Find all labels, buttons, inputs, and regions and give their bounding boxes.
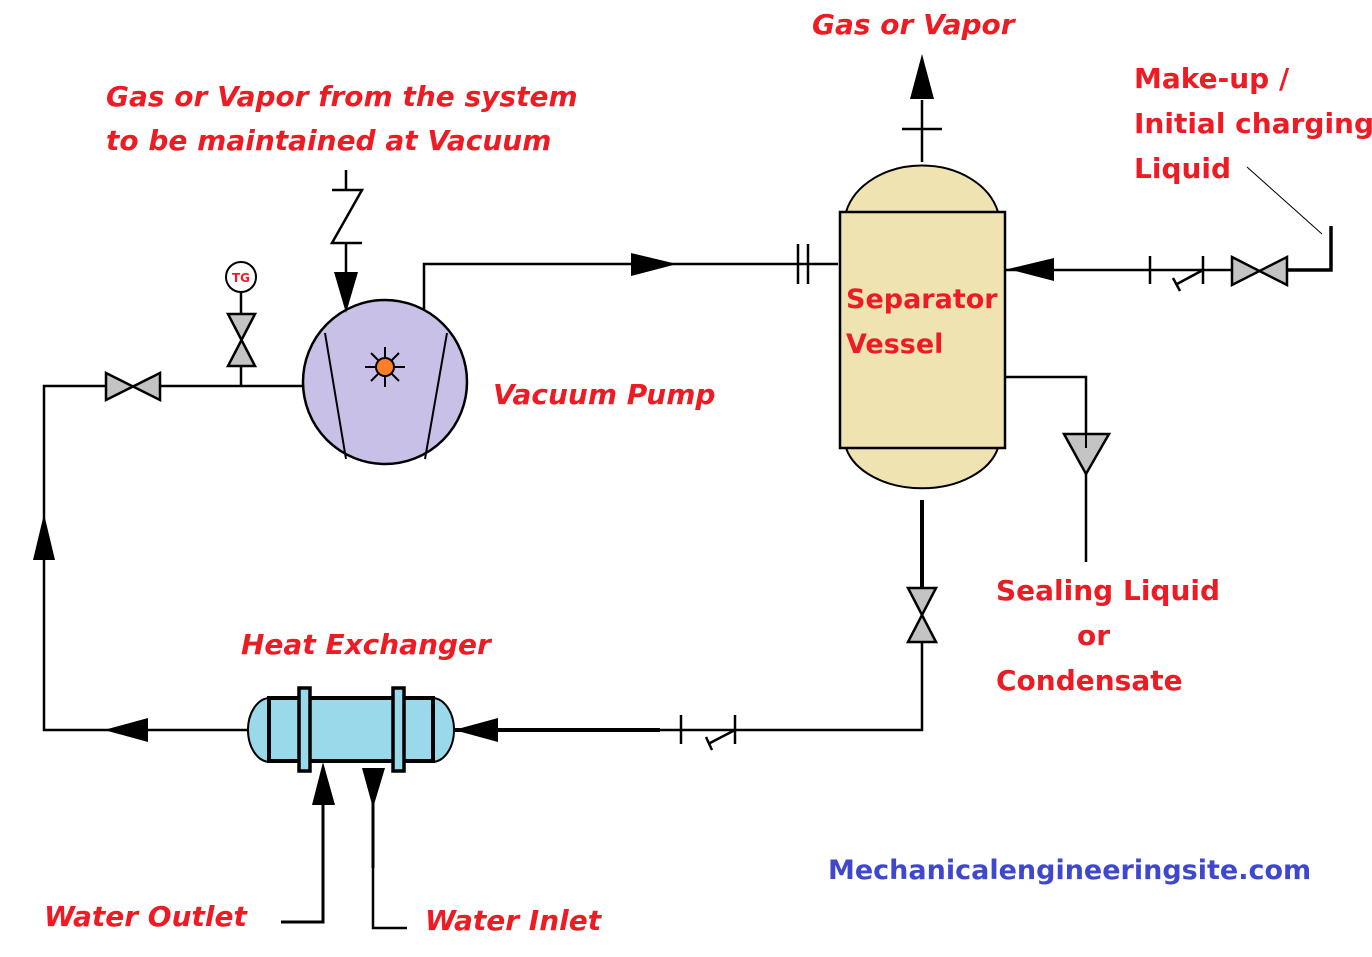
makeup-gate-valve[interactable] (1230, 254, 1289, 288)
site-watermark: Mechanicalengineeringsite.com (828, 855, 1312, 886)
makeup-label-line2: Initial charging (1134, 107, 1372, 140)
water-inlet-arrow-icon (362, 768, 385, 808)
separator-body (838, 210, 1007, 450)
temperature-gauge-dial (225, 261, 257, 293)
separator-label-line2: Vessel (846, 329, 944, 360)
sealing-liquid-label-line3: Condensate (996, 664, 1183, 697)
suction-gate-valve[interactable] (104, 370, 162, 403)
pump-rotor-line-left (324, 332, 347, 460)
pump-rotor-line-right (424, 332, 448, 460)
vacuum-pump-label: Vacuum Pump (493, 378, 716, 411)
vapor-outlet-arrow-icon (910, 54, 934, 99)
temperature-gauge-label: TG (232, 271, 250, 285)
vacuum-pump[interactable] (301, 298, 469, 466)
sealing-liquid-line (1005, 375, 1088, 448)
water-outlet-arrow-icon (312, 762, 335, 805)
heat-exchanger-label: Heat Exchanger (241, 628, 491, 661)
return-line-left (42, 384, 250, 732)
makeup-check-valve-icon[interactable] (1176, 268, 1204, 286)
sealing-liquid-label-line2: or (1077, 619, 1111, 652)
discharge-arrow-icon (631, 253, 677, 276)
water-outlet-label: Water Outlet (44, 900, 247, 933)
pump-indicator-icon (365, 347, 405, 387)
exchanger-flange-left (297, 686, 312, 773)
makeup-supply-line (1287, 226, 1333, 272)
water-inlet-line-lower (371, 868, 407, 930)
makeup-check-valve-tee (1171, 277, 1182, 292)
return-up-arrow-icon (33, 514, 55, 560)
exchanger-shell (267, 696, 435, 763)
system-check-valve-icon[interactable] (329, 188, 365, 245)
separator-bottom-head (844, 447, 1000, 490)
exchanger-inlet-arrow-icon (454, 718, 498, 742)
temperature-gauge[interactable]: TG (225, 261, 257, 293)
water-inlet-label: Water Inlet (425, 904, 602, 937)
makeup-label-line3: Liquid (1134, 152, 1232, 185)
heat-exchanger[interactable] (247, 686, 455, 773)
makeup-label-line1: Make-up / (1134, 62, 1290, 95)
gas-vapor-outlet-label: Gas or Vapor (812, 8, 1015, 41)
separator-label-line1: Separator (846, 284, 998, 315)
makeup-arrow-icon (1008, 258, 1054, 281)
exchanger-right-head (431, 696, 455, 764)
system-inlet-arrow-icon (334, 272, 358, 313)
pump-discharge-line (422, 262, 838, 310)
separator-top-head (844, 164, 1000, 213)
system-inlet-label-line1: Gas or Vapor from the system (106, 80, 578, 113)
water-outlet-line (281, 775, 325, 924)
return-check-valve-icon[interactable] (709, 728, 736, 745)
vessel-drain-valve[interactable] (905, 586, 939, 644)
exchanger-flange-right (391, 686, 406, 773)
system-inlet-label-line2: to be maintained at Vacuum (106, 124, 552, 157)
exchanger-left-head (247, 696, 271, 764)
return-left-arrow-icon (104, 718, 148, 742)
separator-vessel[interactable] (838, 164, 1007, 490)
liquid-return-line (755, 642, 924, 732)
gauge-isolation-valve[interactable] (225, 312, 258, 368)
return-check-valve-tee (704, 736, 714, 751)
sealing-liquid-label-line1: Sealing Liquid (996, 574, 1221, 607)
makeup-leader-line (1246, 166, 1323, 235)
